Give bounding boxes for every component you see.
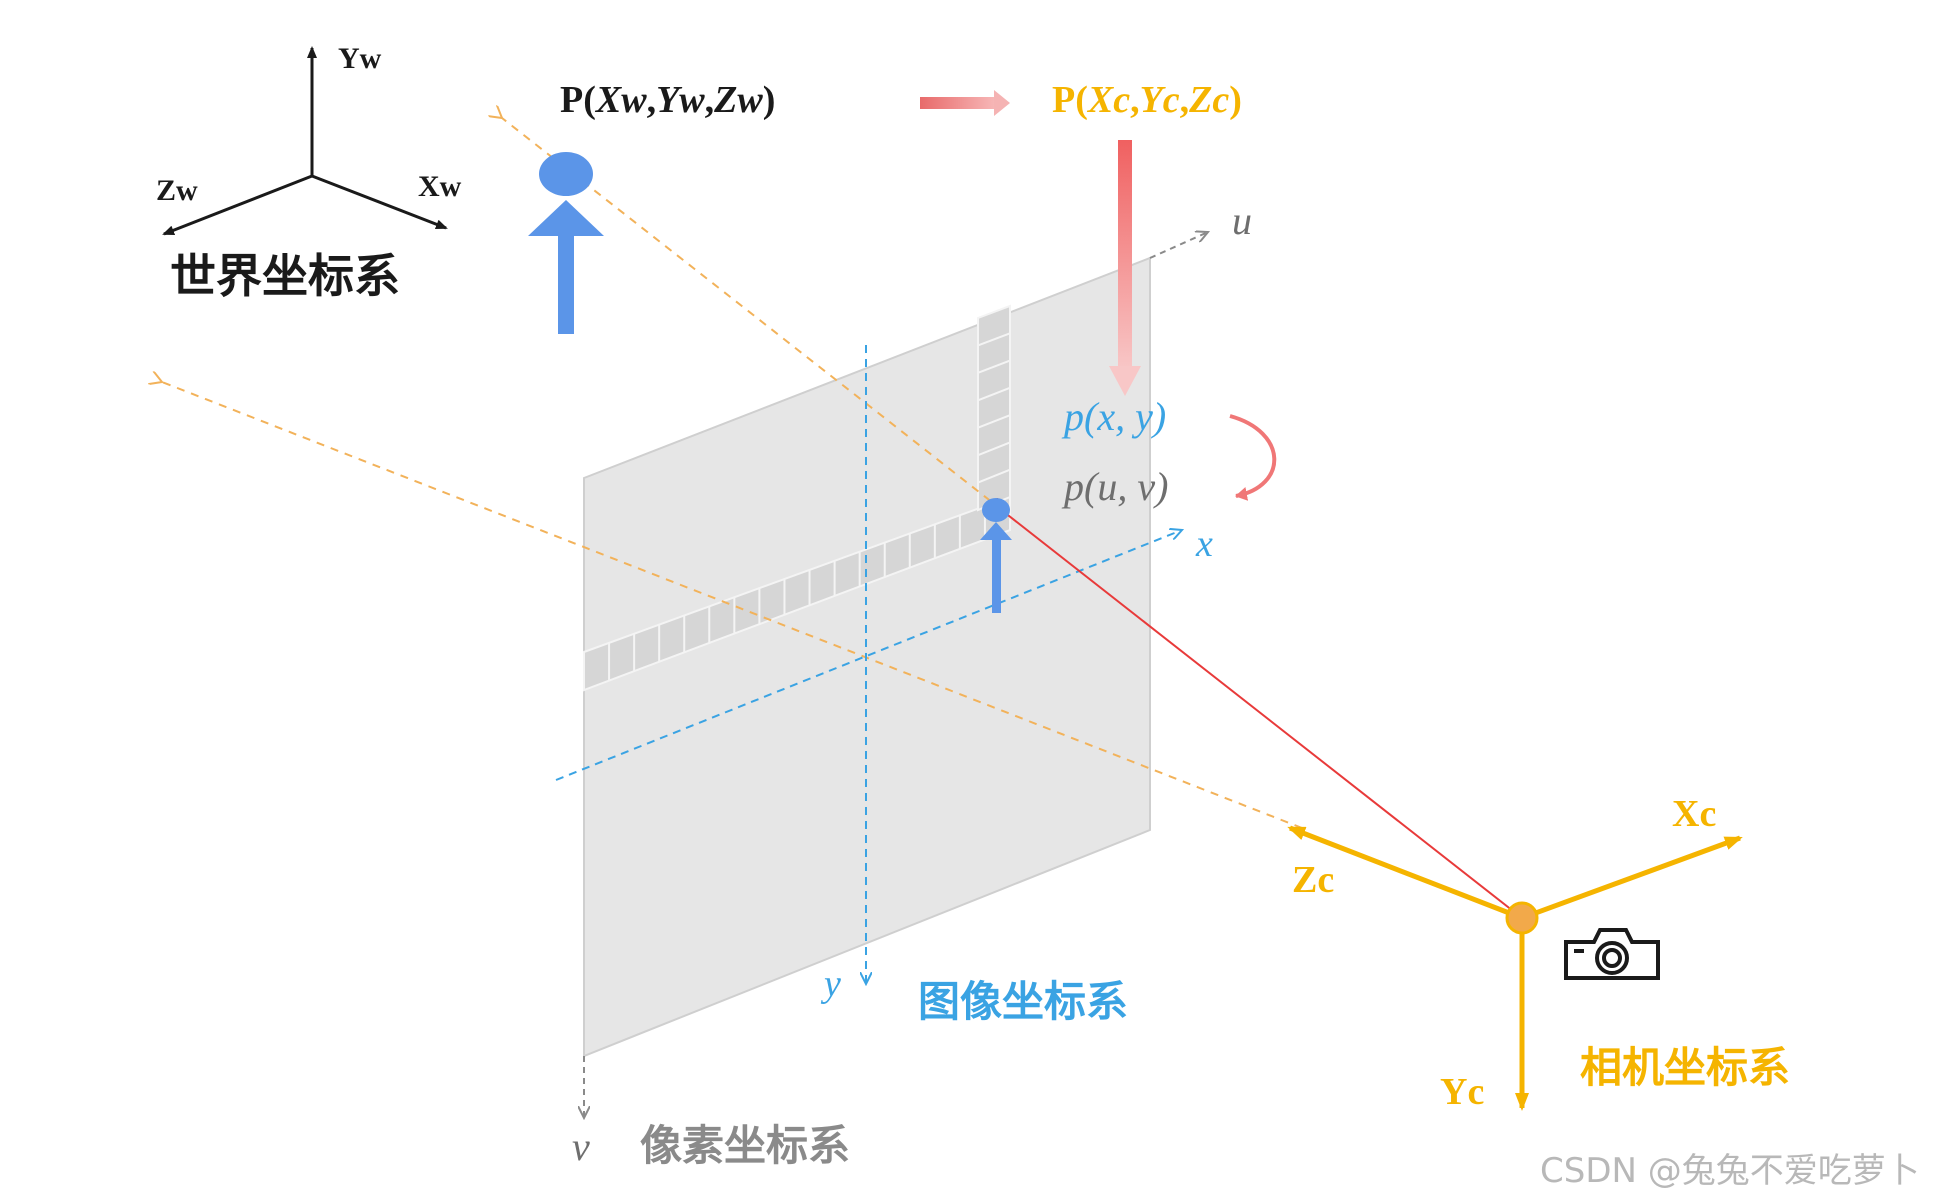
camera-point-label: P(Xc,Yc,Zc) bbox=[1052, 79, 1242, 121]
world-axis-z-label: Zw bbox=[156, 174, 198, 207]
camera-origin bbox=[1505, 901, 1539, 935]
image-axis-y-label: y bbox=[820, 963, 841, 1005]
pixel-point-label: p(u, v) bbox=[1061, 464, 1168, 509]
camera-axis-y-label: Yc bbox=[1440, 1071, 1484, 1113]
image-to-pixel-curve-arrow bbox=[1229, 414, 1277, 501]
camera-axis-x bbox=[1521, 835, 1743, 921]
image-frame-title: 图像坐标系 bbox=[918, 977, 1128, 1026]
world-point-label: P(Xw,Yw,Zw) bbox=[560, 79, 775, 121]
image-axes bbox=[555, 345, 1182, 984]
pixel-cell-divider bbox=[977, 359, 1011, 374]
pixel-row-strip bbox=[583, 495, 1011, 692]
world-frame-title: 世界坐标系 bbox=[170, 249, 400, 303]
pixel-cell-divider bbox=[977, 468, 1011, 484]
image-axis-x-label: x bbox=[1195, 523, 1213, 565]
pixel-axis-v-label: v bbox=[572, 1124, 590, 1169]
world-object-person bbox=[528, 152, 604, 334]
camera-icon bbox=[1564, 928, 1660, 980]
pixel-grid-lines bbox=[608, 332, 1011, 681]
world-axis-x bbox=[311, 174, 448, 230]
optical-ray bbox=[1004, 512, 1523, 919]
pixel-column-strip bbox=[977, 304, 1011, 512]
world-frame bbox=[162, 46, 448, 236]
watermark: CSDN @兔兔不爱吃萝卜 bbox=[1540, 1151, 1920, 1191]
pixel-cell-divider bbox=[977, 332, 1011, 347]
world-to-camera-arrow bbox=[920, 90, 1010, 116]
pixel-cell-divider bbox=[977, 386, 1011, 402]
world-axis-x-label: Xw bbox=[418, 170, 462, 203]
projection-ray-lower bbox=[162, 382, 1303, 829]
camera-frame bbox=[1287, 825, 1743, 1111]
pixel-frame-title: 像素坐标系 bbox=[640, 1121, 850, 1170]
pixel-cell-divider bbox=[977, 441, 1011, 457]
pixel-cell-divider bbox=[977, 414, 1011, 429]
pixel-axis-u bbox=[1149, 232, 1208, 259]
image-point-label: p(x, y) bbox=[1061, 394, 1166, 439]
camera-axis-z-label: Zc bbox=[1292, 859, 1334, 901]
camera-axis-x-label: Xc bbox=[1672, 793, 1716, 835]
world-axis-z bbox=[162, 174, 313, 236]
camera-frame-title: 相机坐标系 bbox=[1580, 1043, 1790, 1092]
image-axis-x bbox=[555, 530, 1182, 781]
world-axis-y-label: Yw bbox=[338, 42, 382, 75]
camera-to-image-arrow bbox=[1109, 140, 1141, 396]
pixel-axis-u-label: u bbox=[1232, 198, 1252, 243]
image-object-person bbox=[980, 498, 1012, 613]
camera-axis-z bbox=[1287, 825, 1523, 921]
